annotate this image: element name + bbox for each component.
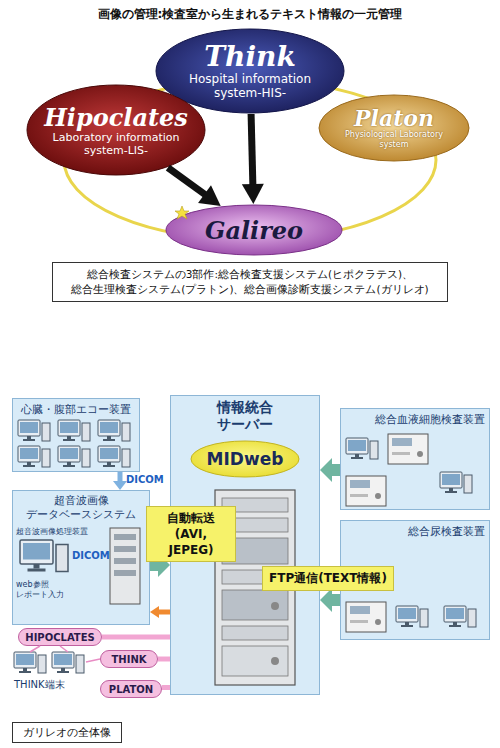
pill-shape [101, 651, 158, 668]
node-heading: 情報統合 サーバー [207, 399, 283, 433]
connector [150, 606, 170, 618]
edge-label: DICOM [126, 474, 164, 485]
system-ellipse: Galireo [165, 204, 343, 256]
diagram-title: 画像の管理:検査室から生まれるテキスト情報の一元管理 [0, 6, 500, 23]
node-heading: Think [204, 42, 296, 72]
system-ellipse: HipoclatesLaboratory information system-… [26, 84, 206, 176]
ellipse-shape [156, 29, 344, 113]
node-subtext: Physiological Laboratory system [338, 130, 450, 150]
system-pill: PLATON [100, 680, 162, 698]
ellipse-shape [27, 85, 205, 175]
pill-shape [19, 629, 102, 646]
device-label: 超音波画像処理装置 [16, 526, 88, 537]
node-heading: 総合尿検査装置 [408, 524, 485, 539]
arrow-head [113, 481, 127, 490]
node-heading: Platon [354, 106, 434, 130]
system-pill: HIPOCLATES [18, 628, 102, 646]
think-pc [14, 652, 46, 673]
connector-line [251, 114, 253, 188]
device-group: 心臓・腹部エコー装置 [12, 398, 140, 472]
connector-line [168, 168, 208, 197]
connector-line [157, 610, 170, 615]
arrow-head [320, 588, 332, 612]
connector [102, 637, 170, 638]
connector-line [330, 594, 340, 606]
connector-line [158, 657, 170, 662]
connector [242, 114, 264, 204]
node-heading: Galireo [205, 216, 303, 245]
connector-line [102, 635, 170, 640]
connector-line [330, 464, 340, 476]
figure-caption: ガリレオの全体像 [12, 722, 122, 743]
node-subtext: Hospital information system-HIS- [180, 72, 320, 100]
protocol-label: DICOM [72, 550, 110, 561]
node-heading: 総合血液細胞検査装置 [375, 412, 485, 427]
connector-line [162, 685, 170, 690]
arrow-head [198, 185, 221, 206]
ellipse-shape [191, 441, 299, 477]
connector [320, 588, 340, 612]
node-heading: THINK [111, 654, 146, 665]
node-heading: HIPOCLATES [25, 632, 94, 643]
device-group: 総合血液細胞検査装置 [340, 408, 490, 510]
device-label: web参照 レポート入力 [16, 580, 76, 600]
connector [158, 659, 170, 660]
node-subtext: Laboratory information system-LIS- [41, 131, 191, 157]
node-heading: 心臓・腹部エコー装置 [21, 402, 131, 417]
connector [168, 168, 221, 206]
connector [320, 458, 340, 482]
ellipse-shape [319, 95, 469, 161]
midweb-ellipse: MIDweb [190, 440, 300, 478]
edge-label: FTP通信(TEXT情報) [262, 566, 394, 591]
think-pc [52, 652, 84, 673]
node-heading: Hipoclates [44, 104, 188, 131]
connector [113, 472, 127, 490]
terminal-label: THINK端末 [14, 678, 65, 692]
note-box: 総合検査システムの3部作:総合検査支援システム(ヒポクラテス)、 総合生理検査シ… [52, 262, 448, 302]
arrow-head [242, 184, 264, 204]
edge-label: 自動転送 (AVI, JEPEG) [146, 506, 236, 562]
node-heading: MIDweb [207, 449, 284, 469]
connector [162, 687, 170, 688]
connector-line [118, 472, 123, 483]
terminal-wire [30, 646, 100, 662]
node-heading: PLATON [109, 684, 153, 695]
arrow-head [320, 458, 332, 482]
arrow-head [150, 606, 159, 618]
node-heading: 総合検査システムの3部作:総合検査支援システム(ヒポクラテス)、 総合生理検査シ… [57, 267, 443, 297]
ellipse-shape [166, 205, 342, 255]
system-pill: THINK [100, 650, 158, 668]
system-ellipse: PlatonPhysiological Laboratory system [318, 94, 470, 162]
pill-shape [101, 681, 162, 698]
node-heading: 超音波画像 データベースシステム [17, 494, 145, 522]
